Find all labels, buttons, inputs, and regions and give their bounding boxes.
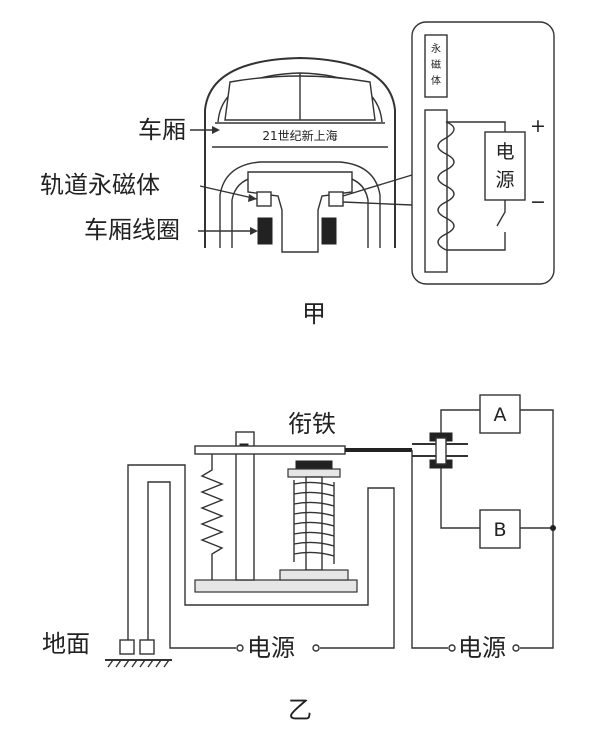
figure-a: 21世纪新上海 车厢 轨道永磁体 车厢线圈 永 磁 体 xyxy=(40,21,555,328)
arrowhead-coil xyxy=(250,227,258,235)
wire-switch xyxy=(496,200,506,227)
relay-post xyxy=(235,431,255,581)
ground-terminal-right xyxy=(139,639,155,655)
terminal-left-1 xyxy=(236,644,244,652)
power-plus: + xyxy=(530,115,546,137)
track-magnet-left xyxy=(256,191,272,207)
label-coil: 车厢线圈 xyxy=(84,216,180,244)
contact-post xyxy=(435,437,447,465)
armature-bar xyxy=(194,445,346,455)
spring xyxy=(200,454,224,580)
carriage-coil-left xyxy=(257,217,273,245)
terminal-right-1 xyxy=(448,644,456,652)
arrow-track-magnet xyxy=(199,185,258,200)
wire-bottom xyxy=(446,232,506,251)
arrowhead-carriage xyxy=(212,126,220,134)
power-a-char-1: 电 xyxy=(495,141,514,163)
caption-a: 甲 xyxy=(302,300,326,328)
core-bar xyxy=(424,109,448,273)
ground-hatch xyxy=(107,659,170,668)
magnet-label-char-1: 永 xyxy=(431,42,441,55)
ground-terminal-left xyxy=(119,639,135,655)
link-line-1 xyxy=(342,174,413,197)
load-box-a xyxy=(479,394,521,434)
terminal-right-2 xyxy=(512,644,520,652)
electromagnet-coil xyxy=(293,481,335,557)
wire-a-right xyxy=(520,409,554,649)
coil-winding xyxy=(437,121,455,251)
wire-armature-down xyxy=(411,450,448,649)
wire-to-b xyxy=(440,468,480,529)
magnet-label-char-2: 磁 xyxy=(431,58,441,71)
magnet-label-char-3: 体 xyxy=(431,75,441,87)
arrowhead-track-magnet xyxy=(248,194,257,202)
electromagnet-cap xyxy=(287,468,341,478)
wire-left-inner xyxy=(147,481,236,649)
label-track-magnet: 轨道永磁体 xyxy=(40,171,160,199)
relay-base xyxy=(194,579,358,593)
power-box-a xyxy=(484,131,526,201)
electromagnet-top xyxy=(295,460,333,470)
load-box-b xyxy=(479,509,521,549)
power-right: 电源 xyxy=(458,634,506,662)
wire-top xyxy=(446,121,506,132)
power-a-char-2: 源 xyxy=(495,169,514,191)
train-text: 21世纪新上海 xyxy=(262,128,337,143)
electromagnet-foot xyxy=(279,569,349,581)
caption-b: 乙 xyxy=(288,696,312,724)
link-line-2 xyxy=(342,201,413,206)
lower-cavity xyxy=(219,161,381,248)
magnet-label-box xyxy=(424,34,448,98)
train-body-outline xyxy=(204,56,396,248)
label-ground: 地面 xyxy=(42,630,90,658)
figure-b: 衔铁 A B xyxy=(42,394,556,724)
carriage-coil-right xyxy=(321,217,337,245)
terminal-left-2 xyxy=(312,644,320,652)
label-b: B xyxy=(493,519,506,541)
label-carriage: 车厢 xyxy=(138,116,186,144)
power-left: 电源 xyxy=(247,634,295,662)
track-magnet-right xyxy=(328,191,344,207)
label-armature: 衔铁 xyxy=(288,410,336,438)
power-minus: − xyxy=(530,191,546,213)
wire-left-loop xyxy=(127,464,395,649)
label-a: A xyxy=(494,404,507,426)
wire-to-a xyxy=(440,409,480,433)
junction-dot xyxy=(550,525,556,531)
